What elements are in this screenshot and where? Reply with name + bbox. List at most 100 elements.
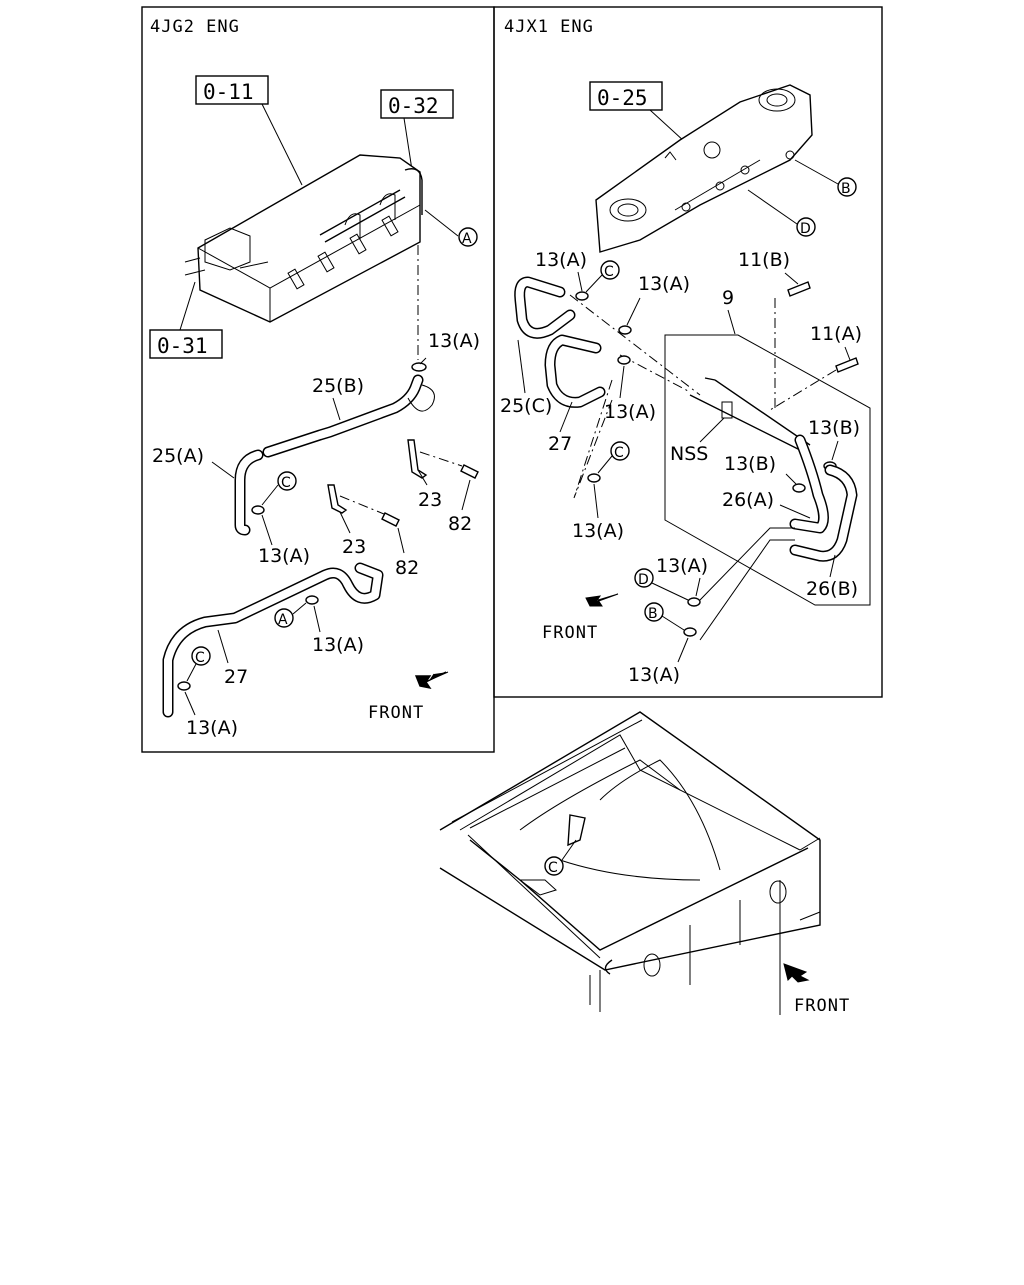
hose-27-right[interactable]: [544, 334, 606, 408]
label-26b: 26(B): [806, 578, 858, 600]
hose-clamp-13a-4[interactable]: [177, 681, 191, 691]
label-82-1: 82: [448, 513, 472, 535]
bolt-11b[interactable]: [787, 281, 811, 297]
label-25c: 25(C): [500, 395, 552, 417]
svg-text:D: D: [800, 221, 811, 237]
leader-a-top: [424, 209, 459, 237]
svg-text:D: D: [638, 572, 649, 588]
label-25b: 25(B): [312, 375, 364, 397]
circle-ref-c-right-2[interactable]: C: [610, 441, 630, 461]
label-11a: 11(A): [810, 323, 862, 345]
bolt-82-upper[interactable]: [460, 464, 479, 479]
circle-ref-a-left-2[interactable]: A: [274, 608, 294, 628]
svg-text:B: B: [841, 181, 851, 197]
front-arrow-bottom: [783, 963, 810, 983]
bracket-23-lower[interactable]: [327, 484, 348, 514]
svg-text:C: C: [604, 264, 614, 280]
label-r-13a-1: 13(A): [535, 249, 587, 271]
circle-ref-a-top[interactable]: A: [458, 227, 478, 247]
engine-manifold-4jx1: [595, 84, 813, 253]
label-r-13a-2: 13(A): [638, 273, 690, 295]
ref-box-0-11-label: 0-11: [203, 80, 254, 104]
label-23-2: 23: [342, 536, 366, 558]
hose-clamp-r-13a-4[interactable]: [587, 473, 601, 483]
bracket-23-upper[interactable]: [407, 439, 428, 479]
hose-25b[interactable]: [262, 374, 435, 458]
water-pipe-9[interactable]: [689, 377, 811, 451]
svg-text:C: C: [548, 860, 558, 876]
label-9: 9: [722, 287, 734, 309]
label-13a-1: 13(A): [428, 330, 480, 352]
front-label-right: FRONT: [542, 623, 598, 643]
pipe-assy-9-frame: [664, 334, 871, 606]
ref-box-0-31-label: 0-31: [157, 334, 208, 358]
circle-ref-c-right-1[interactable]: C: [600, 260, 620, 280]
front-arrow-right: [585, 593, 619, 607]
circle-ref-c-left-2[interactable]: C: [191, 646, 211, 666]
svg-text:C: C: [281, 475, 291, 491]
hose-25a[interactable]: [234, 449, 264, 536]
label-11b: 11(B): [738, 249, 790, 271]
panel-left-header: 4JG2 ENG: [150, 17, 240, 37]
label-r-13b-2: 13(B): [724, 453, 776, 475]
label-27-right: 27: [548, 433, 572, 455]
label-nss: NSS: [670, 443, 708, 465]
hose-26a[interactable]: [789, 434, 829, 534]
front-label-bottom: FRONT: [794, 996, 850, 1016]
label-82-2: 82: [395, 557, 419, 579]
hose-25c[interactable]: [514, 276, 576, 339]
label-r-13a-6: 13(A): [628, 664, 680, 686]
front-label-left: FRONT: [368, 703, 424, 723]
svg-text:B: B: [648, 606, 658, 622]
label-r-13a-4: 13(A): [572, 520, 624, 542]
ref-box-0-32[interactable]: 0-32: [380, 89, 454, 119]
leader-0-25: [649, 109, 686, 143]
label-13a-3: 13(A): [312, 634, 364, 656]
hose-clamp-r-13a-3[interactable]: [617, 355, 631, 365]
svg-text:A: A: [462, 231, 472, 247]
front-arrow-left: [414, 671, 449, 690]
label-r-13a-5: 13(A): [656, 555, 708, 577]
hose-clamp-13a-2[interactable]: [251, 505, 265, 515]
circle-ref-d-lower[interactable]: D: [634, 568, 654, 588]
label-13a-4: 13(A): [186, 717, 238, 739]
label-23-1: 23: [418, 489, 442, 511]
ref-box-0-32-label: 0-32: [388, 94, 439, 118]
ref-box-0-25-label: 0-25: [597, 86, 648, 110]
hose-26b[interactable]: [789, 464, 858, 562]
label-26a: 26(A): [722, 489, 774, 511]
circle-ref-c-bottom[interactable]: C: [544, 856, 564, 876]
svg-text:C: C: [614, 445, 624, 461]
svg-text:A: A: [278, 612, 288, 628]
hose-clamp-r-13a-1[interactable]: [575, 291, 589, 301]
label-r-13a-3: 13(A): [604, 401, 656, 423]
circle-ref-b-top[interactable]: B: [837, 177, 857, 197]
label-r-13b-1: 13(B): [808, 417, 860, 439]
circle-ref-b-lower[interactable]: B: [644, 602, 664, 622]
hose-clamp-13a-3[interactable]: [305, 595, 319, 605]
panel-right-header: 4JX1 ENG: [504, 17, 594, 37]
ref-box-0-31[interactable]: 0-31: [149, 329, 223, 359]
hose-clamp-r-13a-6[interactable]: [683, 627, 697, 637]
pipe-lower: [699, 527, 795, 641]
cab-floor-view: [439, 711, 821, 1015]
hose-clamp-r-13b-2[interactable]: [792, 483, 806, 493]
hose-clamp-r-13a-2[interactable]: [618, 325, 632, 335]
label-27-left: 27: [224, 666, 248, 688]
circle-ref-d-top[interactable]: D: [796, 217, 816, 237]
ref-box-0-11[interactable]: 0-11: [195, 75, 269, 105]
label-25a: 25(A): [152, 445, 204, 467]
svg-text:C: C: [195, 650, 205, 666]
hose-clamp-r-13a-5[interactable]: [687, 597, 701, 607]
leader-0-11: [261, 103, 303, 186]
hose-clamp-13a-1[interactable]: [411, 362, 427, 372]
bolt-11a[interactable]: [835, 357, 859, 373]
circle-ref-c-left-1[interactable]: C: [277, 471, 297, 491]
leader-0-31: [179, 281, 196, 331]
bolt-82-lower[interactable]: [381, 512, 400, 527]
ref-box-0-25[interactable]: 0-25: [589, 81, 663, 111]
hose-27-left[interactable]: [162, 562, 384, 718]
leader-0-32: [403, 117, 413, 171]
